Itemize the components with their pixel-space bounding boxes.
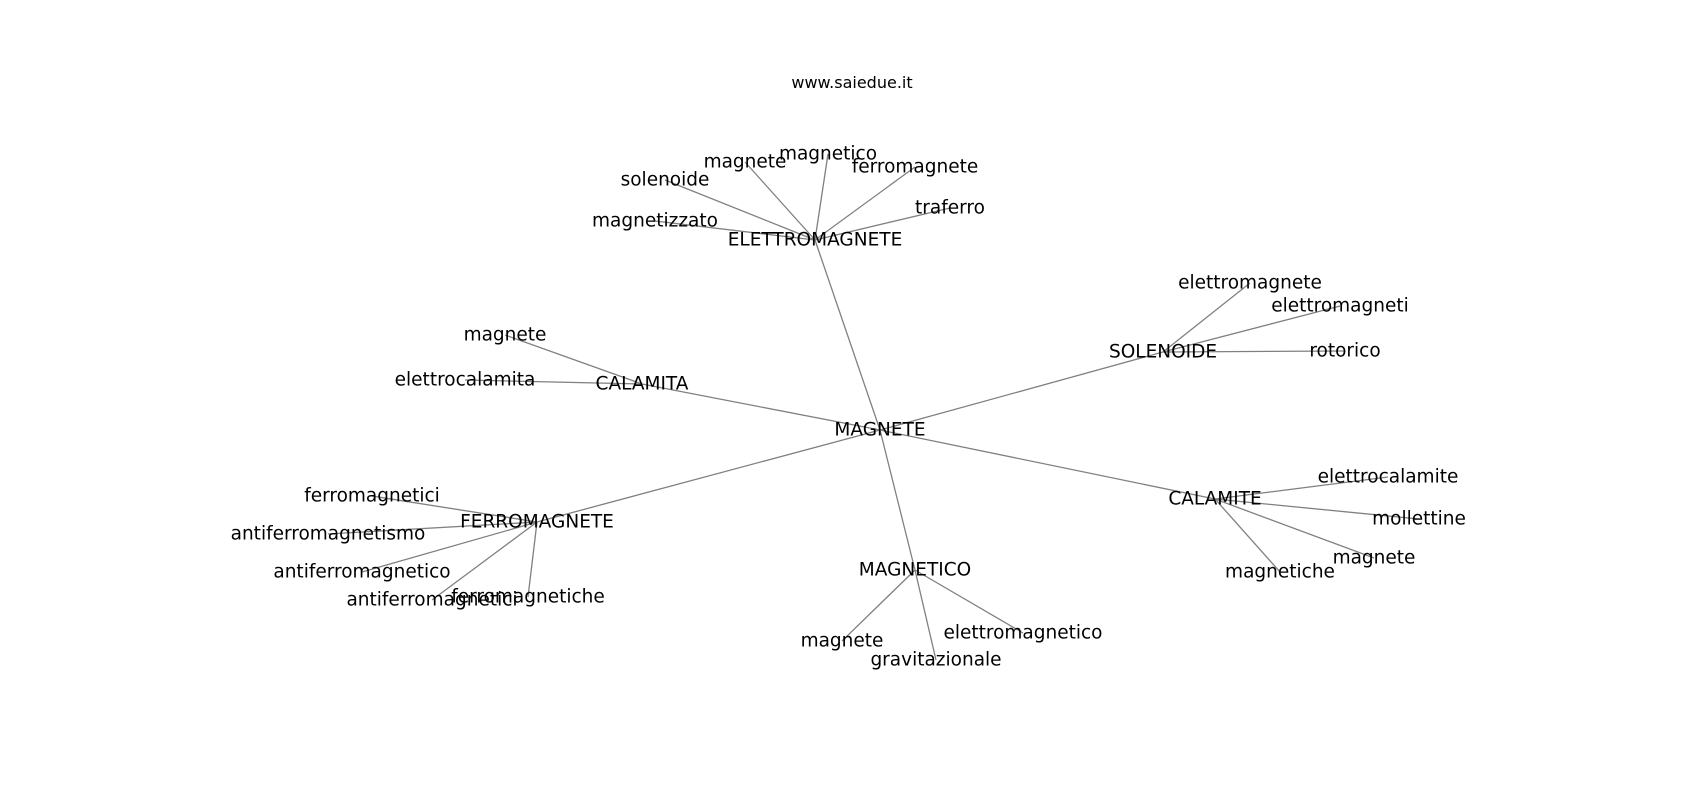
edge-n15-n17 <box>1214 498 1420 520</box>
node-label-n29: gravitazionale <box>870 650 1001 671</box>
node-label-n16: elettrocalamite <box>1318 467 1459 488</box>
node-label-n7: magnetizzato <box>592 211 718 232</box>
edge-n1-n5 <box>664 179 816 241</box>
node-label-n23: antiferromagnetico <box>273 562 450 583</box>
node-label-n24: antiferromagnetici <box>346 590 517 611</box>
edge-n8-n11 <box>1162 350 1346 353</box>
node-label-n13: magnete <box>464 325 547 346</box>
edge-n1-n4 <box>814 166 916 241</box>
node-label-n2: magnete <box>704 152 787 173</box>
edge-n1-n7 <box>654 220 816 241</box>
edge-n0-n26 <box>879 429 916 571</box>
edge-n0-n20 <box>536 429 881 523</box>
edge-layer <box>327 153 1420 661</box>
node-label-n21: ferromagnetici <box>304 486 440 507</box>
node-label-n19: magnetiche <box>1225 562 1335 583</box>
node-label-n27: magnete <box>801 631 884 652</box>
edge-n26-n27 <box>841 569 916 642</box>
node-label-n10: elettromagneti <box>1271 296 1409 317</box>
edge-n20-n23 <box>361 521 538 573</box>
node-label-n26: MAGNETICO <box>859 560 971 581</box>
label-layer: MAGNETEELETTROMAGNETEmagnetemagneticofer… <box>231 144 1466 671</box>
node-label-n8: SOLENOIDE <box>1109 342 1217 363</box>
edge-n15-n18 <box>1214 498 1375 559</box>
edge-n1-n2 <box>744 161 816 241</box>
node-label-n12: CALAMITA <box>596 374 689 395</box>
edge-n1-n3 <box>814 153 829 241</box>
node-label-n25: ferromagnetiche <box>451 587 605 608</box>
node-label-n28: elettromagnetico <box>943 623 1102 644</box>
edge-n20-n22 <box>327 521 538 535</box>
edge-n15-n19 <box>1214 498 1281 573</box>
node-label-n17: mollettine <box>1372 509 1466 530</box>
node-label-n20: FERROMAGNETE <box>460 512 614 533</box>
node-label-n11: rotorico <box>1309 341 1380 362</box>
edge-n8-n9 <box>1162 282 1251 353</box>
edge-n1-n6 <box>814 207 951 241</box>
edge-n20-n24 <box>431 521 538 601</box>
site-title: www.saiedue.it <box>791 73 912 92</box>
edge-n0-n1 <box>814 239 881 431</box>
node-label-n9: elettromagnete <box>1178 273 1322 294</box>
edge-n15-n16 <box>1214 476 1389 500</box>
node-label-n18: magnete <box>1333 548 1416 569</box>
node-label-n5: solenoide <box>621 170 710 191</box>
edge-n12-n14 <box>464 379 643 385</box>
edge-n8-n10 <box>1162 305 1341 353</box>
edge-n20-n25 <box>527 521 538 598</box>
node-label-n3: magnetico <box>779 144 877 165</box>
node-label-n1: ELETTROMAGNETE <box>728 230 903 251</box>
node-label-n4: ferromagnete <box>852 157 979 178</box>
edge-n12-n13 <box>504 334 643 385</box>
edge-n20-n21 <box>371 495 538 523</box>
edge-n26-n28 <box>914 569 1024 634</box>
node-label-n15: CALAMITE <box>1168 489 1261 510</box>
node-label-n14: elettrocalamita <box>395 370 536 391</box>
edge-n0-n8 <box>879 351 1164 431</box>
edge-n0-n15 <box>879 429 1216 500</box>
edge-n26-n29 <box>914 569 937 661</box>
node-label-n6: traferro <box>915 198 985 219</box>
node-label-n22: antiferromagnetismo <box>231 524 426 545</box>
edge-n0-n12 <box>641 383 881 431</box>
node-label-n0: MAGNETE <box>834 420 925 441</box>
